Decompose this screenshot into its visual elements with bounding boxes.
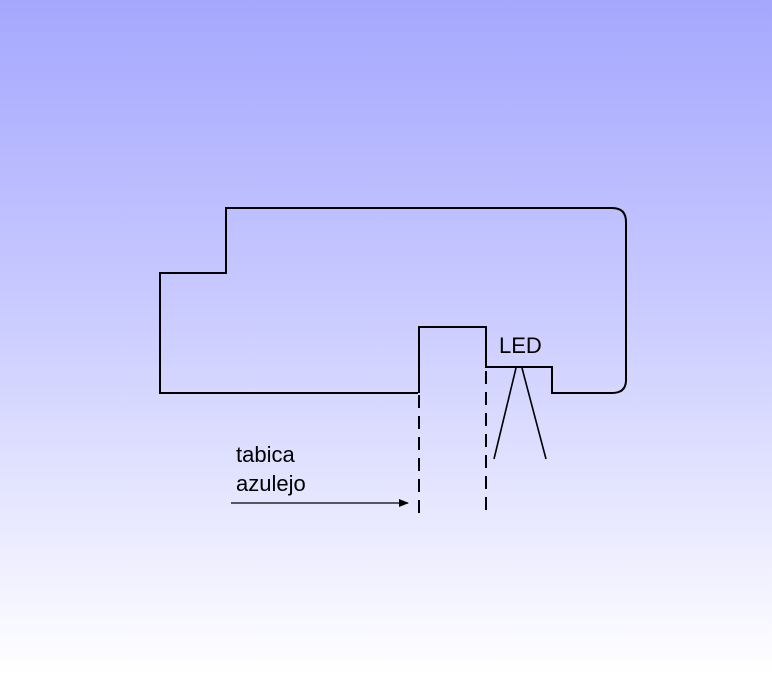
tabica-label-line2: azulejo [236,471,306,496]
led-beam-left [493,367,517,460]
led-label: LED [499,333,542,358]
profile-outline [159,207,627,394]
tabica-label-line1: tabica [236,442,295,467]
led-beam-right [521,367,547,460]
